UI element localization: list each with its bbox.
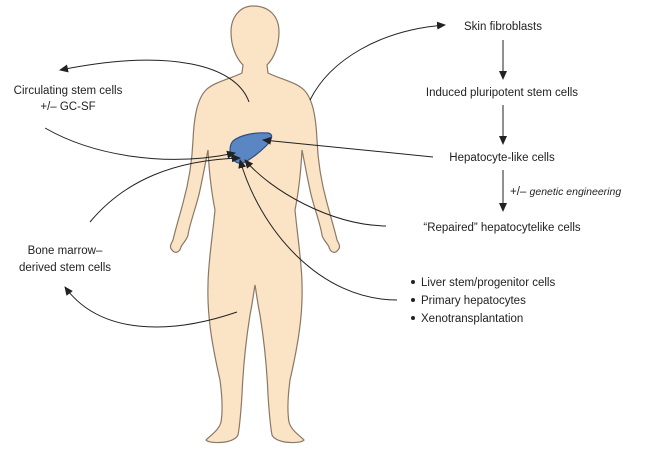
label-genetic-engineering: +/– genetic engineering [510, 186, 621, 198]
label-circulating-stem-cells: Circulating stem cells [14, 85, 123, 97]
labels: Circulating stem cells +/– GC-SF Bone ma… [14, 21, 622, 325]
label-repaired-hepatocytelike-cells: “Repaired” hepatocytelike cells [423, 222, 580, 234]
label-derived-stem-cells: derived stem cells [19, 262, 111, 274]
body-silhouette [169, 5, 341, 444]
line-bonemarrow-to-liver [89, 154, 241, 223]
arrow-body-to-skin-fibroblasts [309, 21, 446, 101]
arrow-liver-to-circulating [59, 59, 250, 103]
line-hepatocyte-like-to-liver [262, 136, 434, 158]
arrow-to-bonemarrow [64, 286, 238, 328]
label-bone-marrow: Bone marrow– [28, 245, 103, 257]
bullet-dot [411, 280, 415, 284]
line-circulating-to-liver [44, 127, 236, 160]
connector-lines [44, 21, 507, 328]
bullet-item: Xenotransplantation [421, 313, 523, 325]
label-hepatocyte-like-cells: Hepatocyte-like cells [449, 152, 555, 164]
genetic-engineering-text: genetic engineering [530, 186, 622, 198]
line-cell-sources-to-liver [238, 159, 398, 301]
bullet-dot [411, 298, 415, 302]
bullet-item: Primary hepatocytes [421, 295, 526, 307]
bullet-item: Liver stem/progenitor cells [421, 277, 555, 289]
label-skin-fibroblasts: Skin fibroblasts [464, 21, 542, 33]
human-body-figure [169, 5, 341, 444]
bullet-dot [411, 316, 415, 320]
line-repaired-to-liver [244, 159, 387, 227]
genetic-engineering-prefix: +/– [510, 186, 530, 198]
label-gc-sf: +/– GC-SF [40, 101, 95, 113]
label-induced-pluripotent-stem-cells: Induced pluripotent stem cells [426, 87, 578, 99]
